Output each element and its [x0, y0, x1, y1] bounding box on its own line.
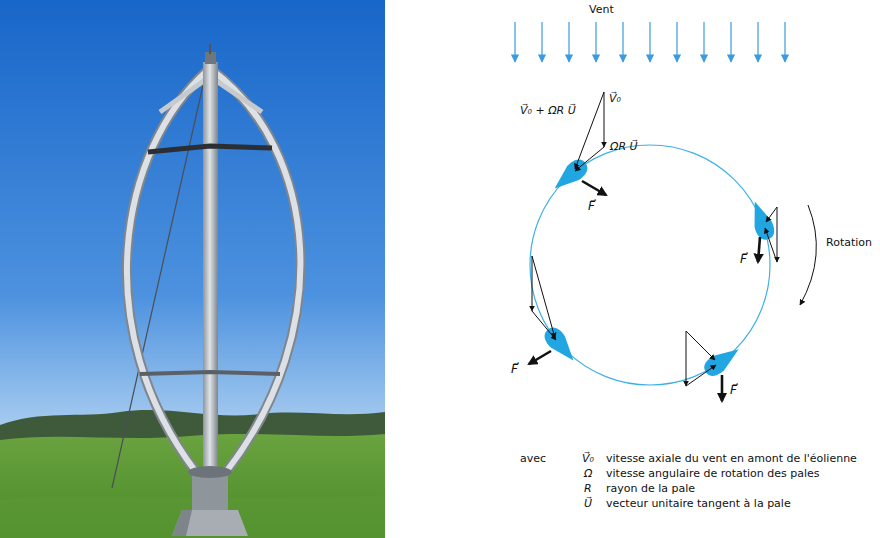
- key-text: vitesse axiale du vent en amont de l'éol…: [606, 452, 857, 465]
- force-arrows: [529, 181, 760, 401]
- vector-label: ΩR U⃗: [610, 140, 638, 153]
- key-symbol: R: [584, 482, 592, 495]
- key-text: vitesse angulaire de rotation des pales: [606, 467, 820, 480]
- force-label: F⃗: [588, 199, 595, 213]
- key-text: rayon de la pale: [606, 482, 695, 495]
- blade-profiles: [541, 156, 778, 380]
- key-intro: avec: [520, 452, 546, 465]
- force-label: F⃗: [740, 252, 747, 266]
- force-label: F⃗: [730, 383, 737, 397]
- wind-label: Vent: [589, 3, 614, 16]
- vector-label: V⃗₀ + ΩR U⃗: [520, 104, 576, 117]
- force-label: F⃗: [511, 362, 518, 376]
- key-text: vecteur unitaire tangent à la pale: [606, 497, 791, 510]
- key-symbol: V⃗₀: [582, 452, 594, 465]
- rotor-circle: [530, 145, 770, 385]
- velocity-triangles: [532, 92, 777, 386]
- wind-arrows: [515, 22, 785, 62]
- key-symbol: Ω: [584, 467, 592, 480]
- vector-label: V⃗₀: [609, 92, 621, 105]
- turbine-photo: [0, 0, 385, 538]
- rotation-arrow: [800, 205, 816, 305]
- rotation-label: Rotation: [826, 236, 872, 249]
- key-symbol: U⃗: [584, 497, 592, 510]
